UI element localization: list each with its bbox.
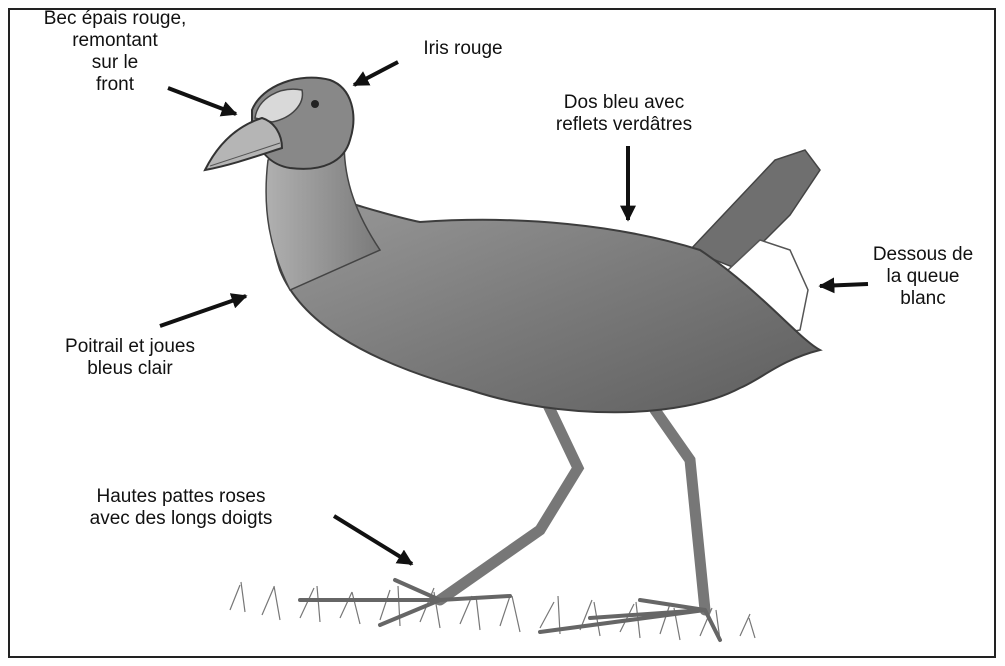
legs (440, 405, 705, 610)
toes (300, 580, 720, 640)
label-iris: Iris rouge (398, 38, 528, 60)
label-bill: Bec épais rouge, remontant sur le front (2, 8, 228, 96)
label-breast: Poitrail et joues bleus clair (18, 336, 242, 380)
label-back: Dos bleu avec reflets verdâtres (504, 92, 744, 136)
arrow-iris (354, 62, 398, 85)
label-undertail: Dessous de la queue blanc (848, 244, 998, 310)
arrow-legs (334, 516, 412, 564)
label-legs: Hautes pattes roses avec des longs doigt… (48, 486, 314, 530)
arrow-breast (160, 296, 246, 326)
eye (311, 100, 319, 108)
